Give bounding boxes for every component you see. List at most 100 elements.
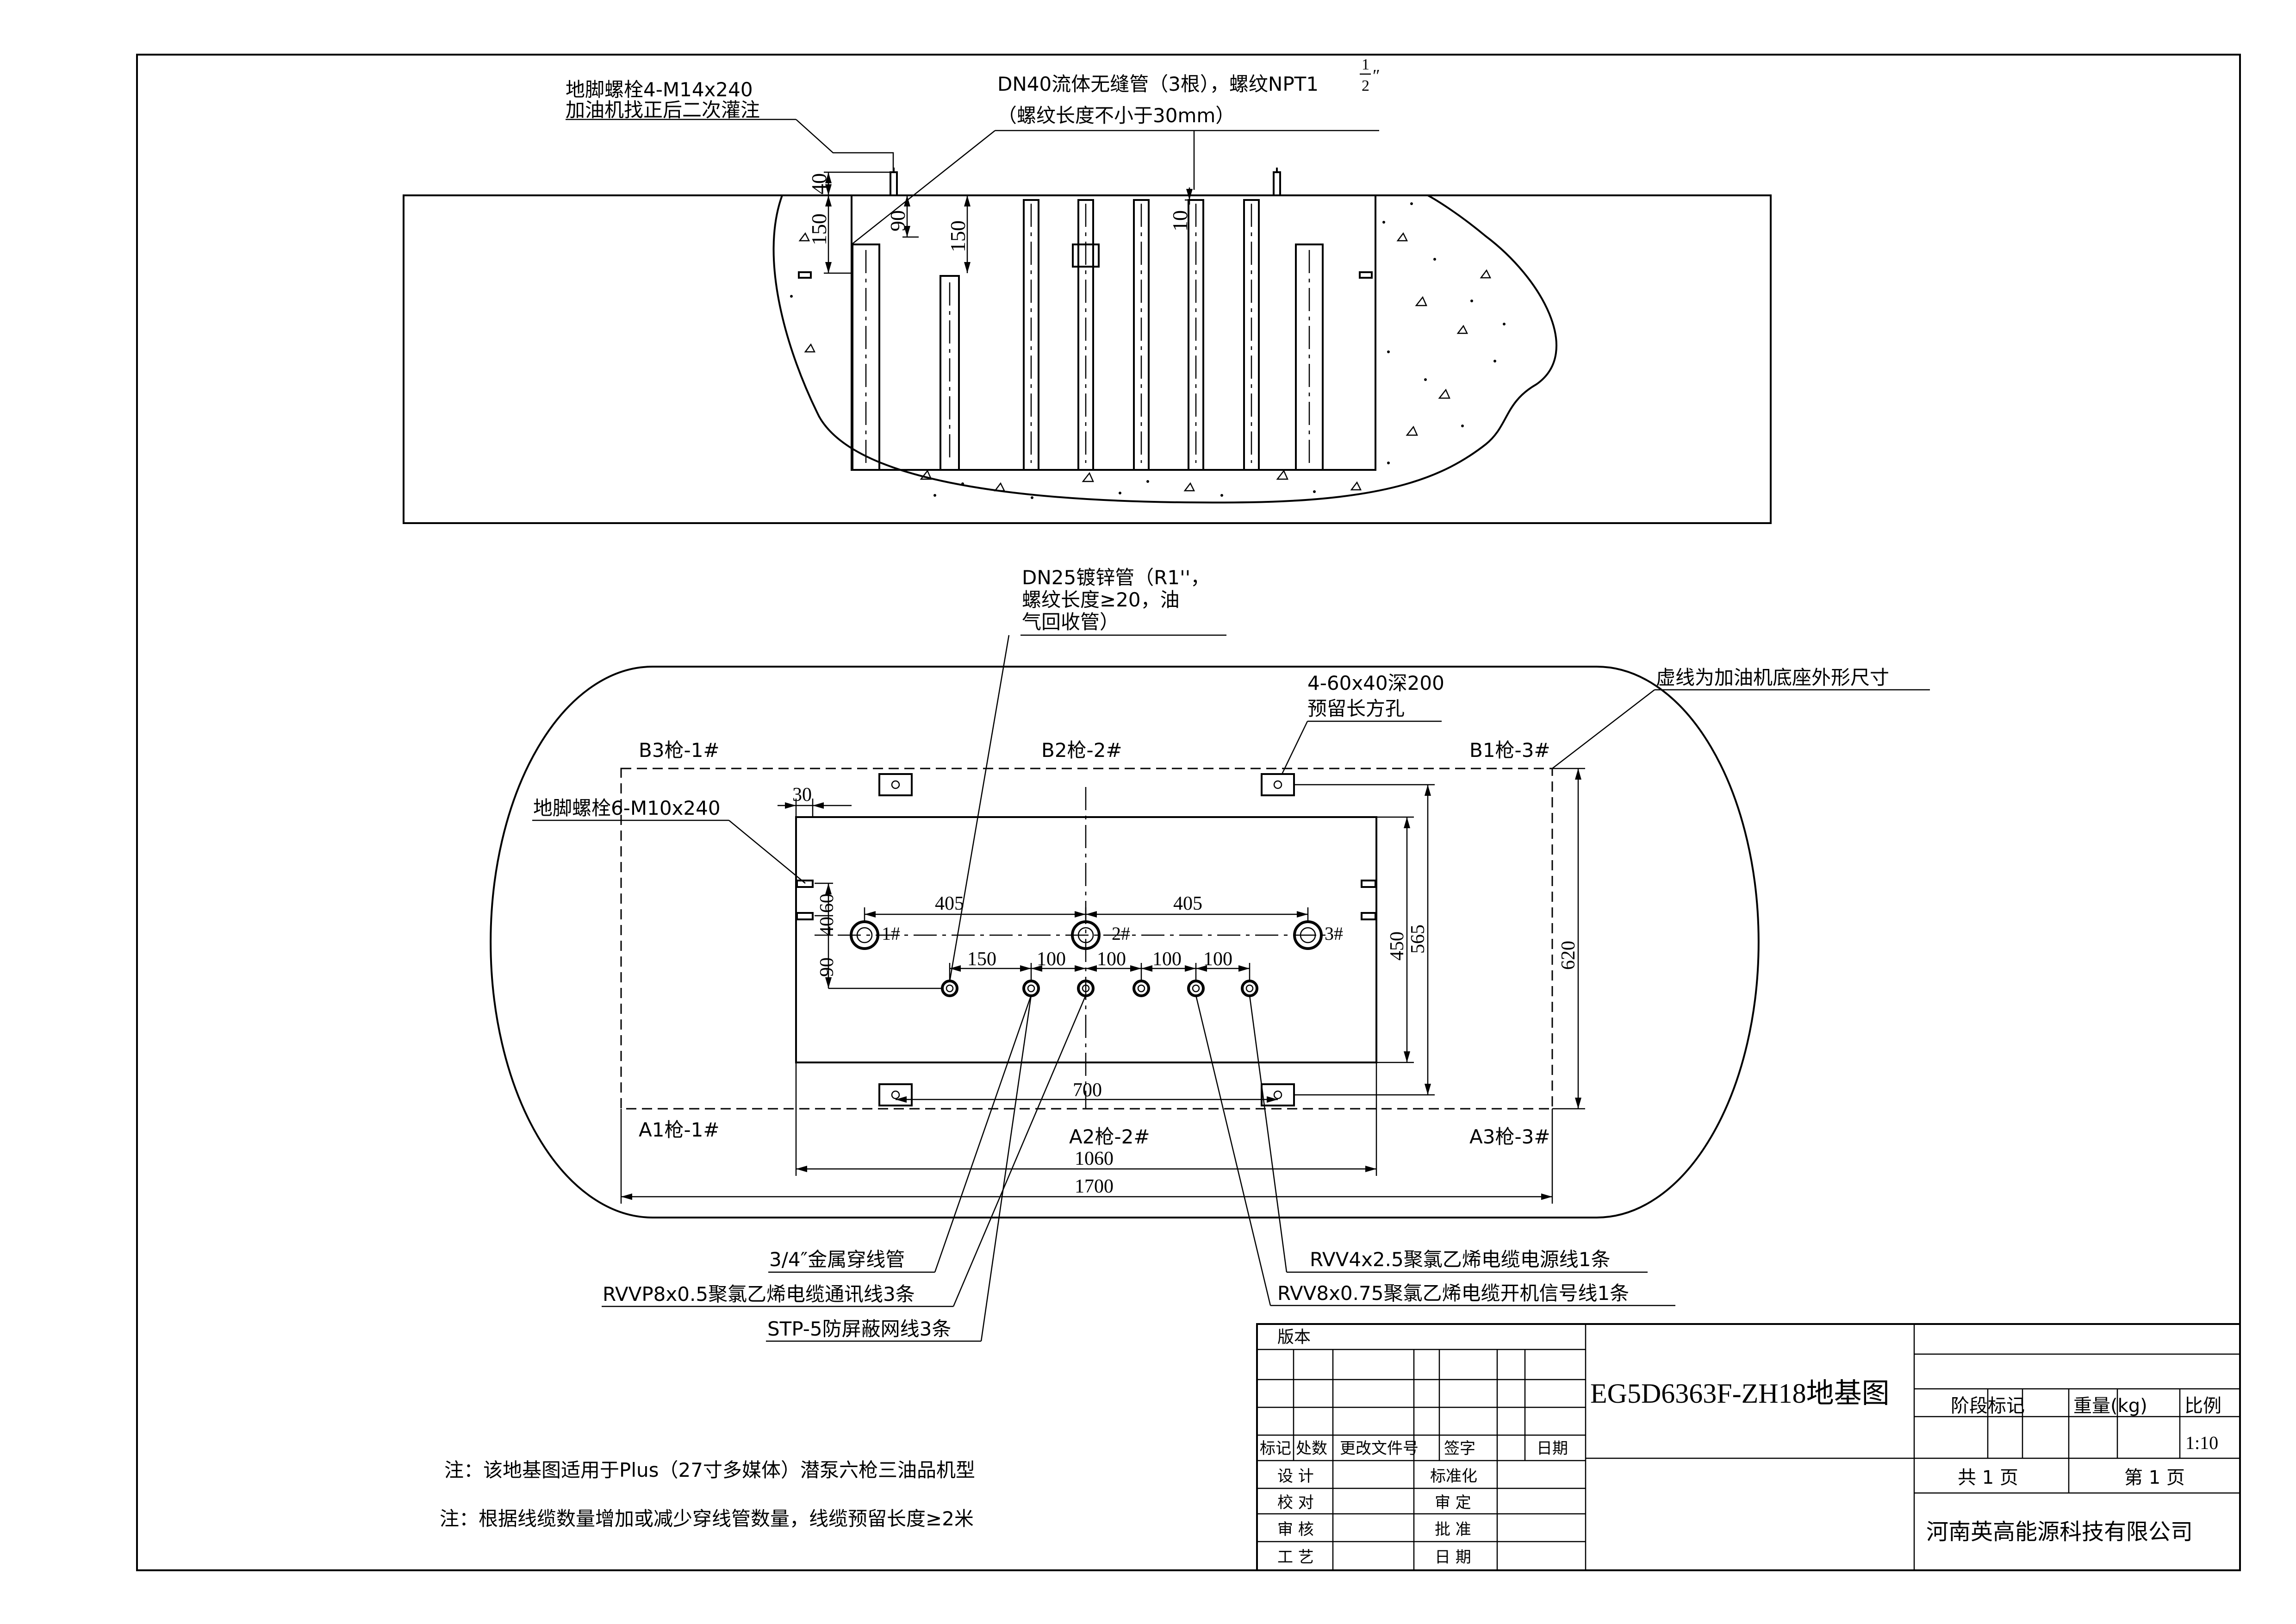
dim-100-b: 100 bbox=[1097, 949, 1126, 970]
pipe-b bbox=[1077, 199, 1094, 471]
nozzle-a1: A1枪-1# bbox=[639, 1118, 720, 1141]
tb-col-sign: 签字 bbox=[1444, 1439, 1475, 1458]
concrete-dots bbox=[790, 202, 1506, 499]
dashed-note: 虚线为加油机底座外形尺寸 bbox=[1656, 666, 1889, 689]
pit-inner-outline bbox=[851, 195, 1376, 471]
vapor-note-line2: 螺纹长度≥20，油 bbox=[1022, 588, 1180, 611]
pipe-centerlines bbox=[865, 204, 1310, 463]
dim-150: 150 bbox=[967, 949, 996, 970]
dim-90-plan: 90 bbox=[816, 957, 838, 977]
drawing-border bbox=[136, 54, 2241, 1571]
pipe-1-label: 1# bbox=[882, 923, 900, 944]
pipe-2-circle bbox=[1071, 920, 1101, 950]
nozzle-b1: B1枪-3# bbox=[1469, 739, 1550, 762]
title-block: 版本 标记 处数 更改文件号 签字 日期 设 计 标准化 校 对 审 定 审 核… bbox=[1256, 1323, 2241, 1571]
anchor-plan-note: 地脚螺栓6-M10x240 bbox=[533, 797, 721, 819]
main-pipes bbox=[850, 920, 1323, 950]
pipe-e bbox=[1243, 199, 1260, 471]
pipe-note-frac-mark: ″ bbox=[1373, 66, 1380, 86]
dim-150-mid-elevation: 150 bbox=[946, 220, 970, 252]
tb-col-change-doc: 更改文件号 bbox=[1340, 1439, 1419, 1458]
dim-60: 60 bbox=[816, 893, 838, 913]
vertical-pipes bbox=[852, 199, 1324, 471]
pipe-3-circle bbox=[1293, 920, 1323, 950]
tb-design: 设 计 bbox=[1277, 1467, 1314, 1486]
tb-weight: 重量(kg) bbox=[2073, 1395, 2147, 1417]
pipe-left bbox=[852, 244, 880, 471]
tb-total-pages: 共 1 页 bbox=[1958, 1467, 2018, 1488]
tb-approve: 批 准 bbox=[1435, 1520, 1471, 1539]
network-cable-label: STP-5防屏蔽网线3条 bbox=[767, 1318, 951, 1340]
tb-scale-label: 比例 bbox=[2184, 1395, 2221, 1417]
vapor-note-leader bbox=[949, 635, 1010, 982]
dashed-note-leader bbox=[1552, 689, 1655, 769]
pipe-c bbox=[1133, 199, 1150, 471]
island-outline bbox=[490, 666, 1760, 1218]
pipe-note-frac-num: 1 bbox=[1362, 56, 1369, 73]
pipe-note-leader bbox=[851, 130, 996, 245]
dim-620: 620 bbox=[1558, 941, 1579, 970]
comm-cable-label: RVVP8x0.5聚氯乙烯电缆通讯线3条 bbox=[603, 1283, 915, 1305]
anchor-bolts-elevation bbox=[798, 168, 1373, 279]
tb-version: 版本 bbox=[1277, 1328, 1311, 1347]
tb-col-date: 日期 bbox=[1537, 1439, 1568, 1458]
nozzle-a2: A2枪-2# bbox=[1069, 1125, 1150, 1148]
nozzle-b3: B3枪-1# bbox=[639, 739, 720, 762]
tb-check: 校 对 bbox=[1277, 1493, 1314, 1512]
concrete-fill-outline bbox=[772, 194, 1557, 504]
anchor-note-line2: 加油机找正后二次灌注 bbox=[566, 99, 760, 121]
concrete-hatch bbox=[798, 232, 1492, 492]
dim-90-elevation: 90 bbox=[886, 210, 909, 231]
elevation-view: 40 150 90 150 10 地脚螺栓4-M14x240 加油机找正后二次灌… bbox=[403, 56, 1772, 524]
dim-450: 450 bbox=[1387, 931, 1408, 961]
vapor-note-line1: DN25镀锌管（R1''， bbox=[1022, 566, 1210, 589]
tb-company: 河南英高能源科技有限公司 bbox=[1926, 1519, 2193, 1545]
hole-note-leader bbox=[1281, 721, 1308, 775]
dim-1700: 1700 bbox=[1075, 1176, 1114, 1197]
hole-note-line1: 4-60x40深200 bbox=[1307, 672, 1444, 694]
dim-405-right: 405 bbox=[1173, 893, 1202, 914]
tb-col-mark: 标记 bbox=[1260, 1439, 1291, 1458]
dim-30: 30 bbox=[792, 784, 812, 806]
hole-note-line2: 预留长方孔 bbox=[1307, 697, 1405, 720]
pipe-short bbox=[940, 275, 960, 471]
nozzle-b2: B2枪-2# bbox=[1041, 739, 1122, 762]
tb-col-count: 处数 bbox=[1296, 1439, 1327, 1458]
note-2: 注：根据线缆数量增加或减少穿线管数量，线缆预留长度≥2米 bbox=[440, 1507, 974, 1530]
tb-stage-mark: 阶段标记 bbox=[1951, 1395, 2025, 1417]
pipe-note-line2: （螺纹长度不小于30mm） bbox=[997, 104, 1235, 127]
vapor-note-line3: 气回收管） bbox=[1022, 611, 1119, 633]
plan-view: 1# 2# 3# bbox=[490, 566, 1930, 1218]
pipe-1-circle bbox=[850, 920, 879, 950]
tb-review: 审 定 bbox=[1435, 1493, 1471, 1512]
anchor-bolts-plan bbox=[796, 880, 1376, 920]
nozzle-a3: A3枪-3# bbox=[1469, 1125, 1550, 1148]
signal-cable-label: RVV8x0.75聚氯乙烯电缆开机信号线1条 bbox=[1277, 1282, 1629, 1305]
pipe-note-line1: DN40流体无缝管（3根），螺纹NPT1 bbox=[997, 73, 1319, 95]
power-cable-label: RVV4x2.5聚氯乙烯电缆电源线1条 bbox=[1310, 1248, 1610, 1271]
tb-drawing-title: EG5D6363F-ZH18地基图 bbox=[1590, 1378, 1890, 1409]
pipe-a bbox=[1023, 199, 1039, 471]
dim-565: 565 bbox=[1407, 924, 1429, 954]
reserved-square-holes bbox=[878, 773, 1295, 1106]
dim-405-left: 405 bbox=[935, 893, 964, 914]
plan-dimension-lines bbox=[620, 768, 1585, 1204]
dim-40-plan: 40 bbox=[816, 917, 838, 936]
note-1: 注：该地基图适用于Plus（27寸多媒体）潜泵六枪三油品机型 bbox=[444, 1459, 975, 1481]
dim-10-elevation: 10 bbox=[1168, 210, 1192, 231]
anchor-plan-leader bbox=[728, 820, 806, 884]
cable-conduits bbox=[941, 980, 1258, 997]
elevation-arrows bbox=[825, 172, 1193, 273]
tb-page-no: 第 1 页 bbox=[2124, 1467, 2185, 1488]
dim-100-c: 100 bbox=[1152, 949, 1182, 970]
dim-100-d: 100 bbox=[1203, 949, 1232, 970]
pipe-note-frac-den: 2 bbox=[1362, 77, 1369, 94]
pipe-right bbox=[1295, 244, 1324, 471]
tb-process: 工 艺 bbox=[1277, 1548, 1314, 1567]
tb-scale-value: 1:10 bbox=[2185, 1432, 2218, 1453]
conduit-label: 3/4″金属穿线管 bbox=[769, 1248, 905, 1271]
dim-100-a: 100 bbox=[1037, 949, 1066, 970]
dim-150-left-elevation: 150 bbox=[807, 213, 831, 245]
dim-700: 700 bbox=[1073, 1080, 1102, 1101]
